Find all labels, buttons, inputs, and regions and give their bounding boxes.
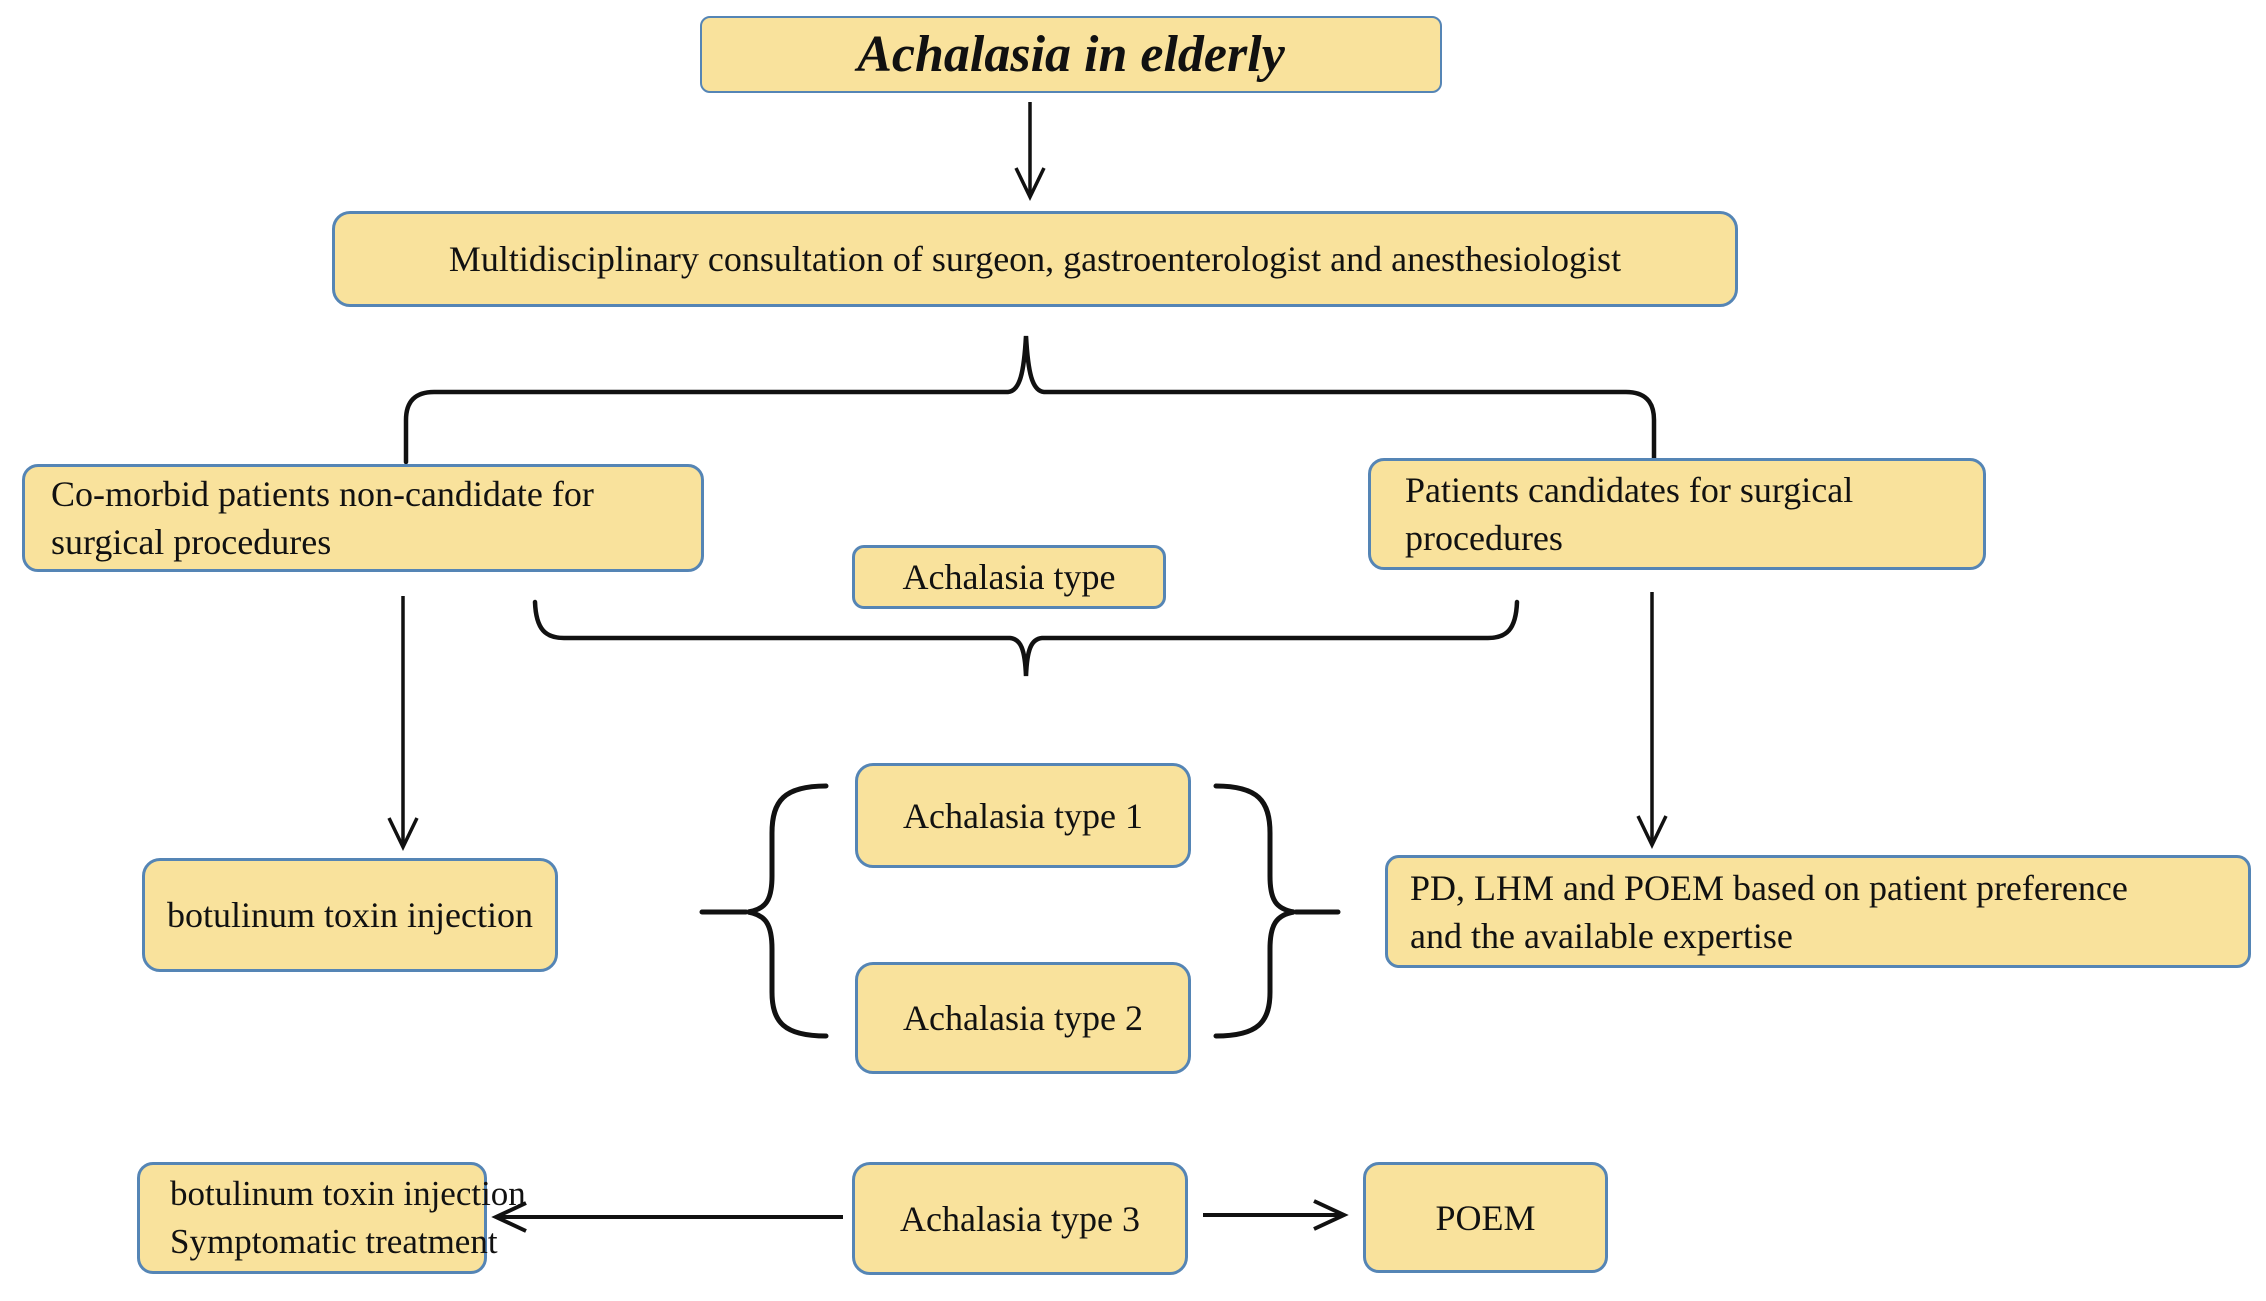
type2-text: Achalasia type 2 bbox=[903, 998, 1143, 1038]
candidates-line1: Patients candidates for surgical bbox=[1405, 470, 1854, 510]
consultation-text: Multidisciplinary consultation of surgeo… bbox=[448, 239, 1622, 279]
botulinum-box: botulinum toxin injection bbox=[142, 858, 558, 972]
pd-line2: and the available expertise bbox=[1410, 915, 1793, 956]
type1-box: Achalasia type 1 bbox=[855, 763, 1191, 868]
arrow-down-icon bbox=[1014, 167, 1046, 202]
arrow-title-to-consultation bbox=[1014, 102, 1046, 202]
left-curly-brace bbox=[699, 783, 829, 1039]
split-brace bbox=[403, 335, 1657, 465]
poem-text: POEM bbox=[1435, 1197, 1536, 1238]
poem-box: POEM bbox=[1363, 1162, 1608, 1273]
comorbid-box: Co-morbid patients non-candidate for sur… bbox=[22, 464, 704, 572]
candidates-line2: procedures bbox=[1405, 518, 1563, 558]
botulinum-text: botulinum toxin injection bbox=[167, 895, 533, 935]
botulinum-symptomatic-line1: botulinum toxin injection bbox=[170, 1174, 526, 1213]
arrow-type3-to-poem bbox=[1203, 1199, 1349, 1231]
botulinum-symptomatic-box: botulinum toxin injection Symptomatic tr… bbox=[137, 1162, 526, 1274]
gather-brace bbox=[532, 599, 1520, 677]
arrow-comorbid-to-botulinum bbox=[387, 596, 419, 852]
arrow-down-icon bbox=[387, 817, 419, 852]
comorbid-line2: surgical procedures bbox=[51, 522, 332, 562]
pd-line1: PD, LHM and POEM based on patient prefer… bbox=[1410, 867, 2128, 908]
botulinum-symptomatic-line2: Symptomatic treatment bbox=[170, 1222, 498, 1261]
arrow-left-icon bbox=[491, 1201, 527, 1233]
comorbid-line1: Co-morbid patients non-candidate for bbox=[51, 474, 594, 514]
achalasia-type-text: Achalasia type bbox=[902, 557, 1116, 597]
type3-box: Achalasia type 3 bbox=[852, 1162, 1188, 1275]
achalasia-type-box: Achalasia type bbox=[852, 545, 1166, 609]
right-curly-brace bbox=[1213, 783, 1341, 1039]
consultation-box: Multidisciplinary consultation of surgeo… bbox=[332, 211, 1738, 307]
arrow-type3-to-botulinum bbox=[491, 1201, 843, 1233]
title-text: Achalasia in elderly bbox=[857, 25, 1285, 83]
type2-box: Achalasia type 2 bbox=[855, 962, 1191, 1074]
type3-text: Achalasia type 3 bbox=[900, 1198, 1140, 1239]
arrow-candidates-to-pd bbox=[1636, 592, 1668, 850]
title-box: Achalasia in elderly bbox=[700, 16, 1442, 93]
arrow-right-icon bbox=[1313, 1199, 1349, 1231]
arrow-down-icon bbox=[1636, 815, 1668, 850]
pd-lhm-poem-box: PD, LHM and POEM based on patient prefer… bbox=[1385, 855, 2251, 968]
candidates-box: Patients candidates for surgical procedu… bbox=[1368, 458, 1986, 570]
type1-text: Achalasia type 1 bbox=[903, 795, 1143, 836]
